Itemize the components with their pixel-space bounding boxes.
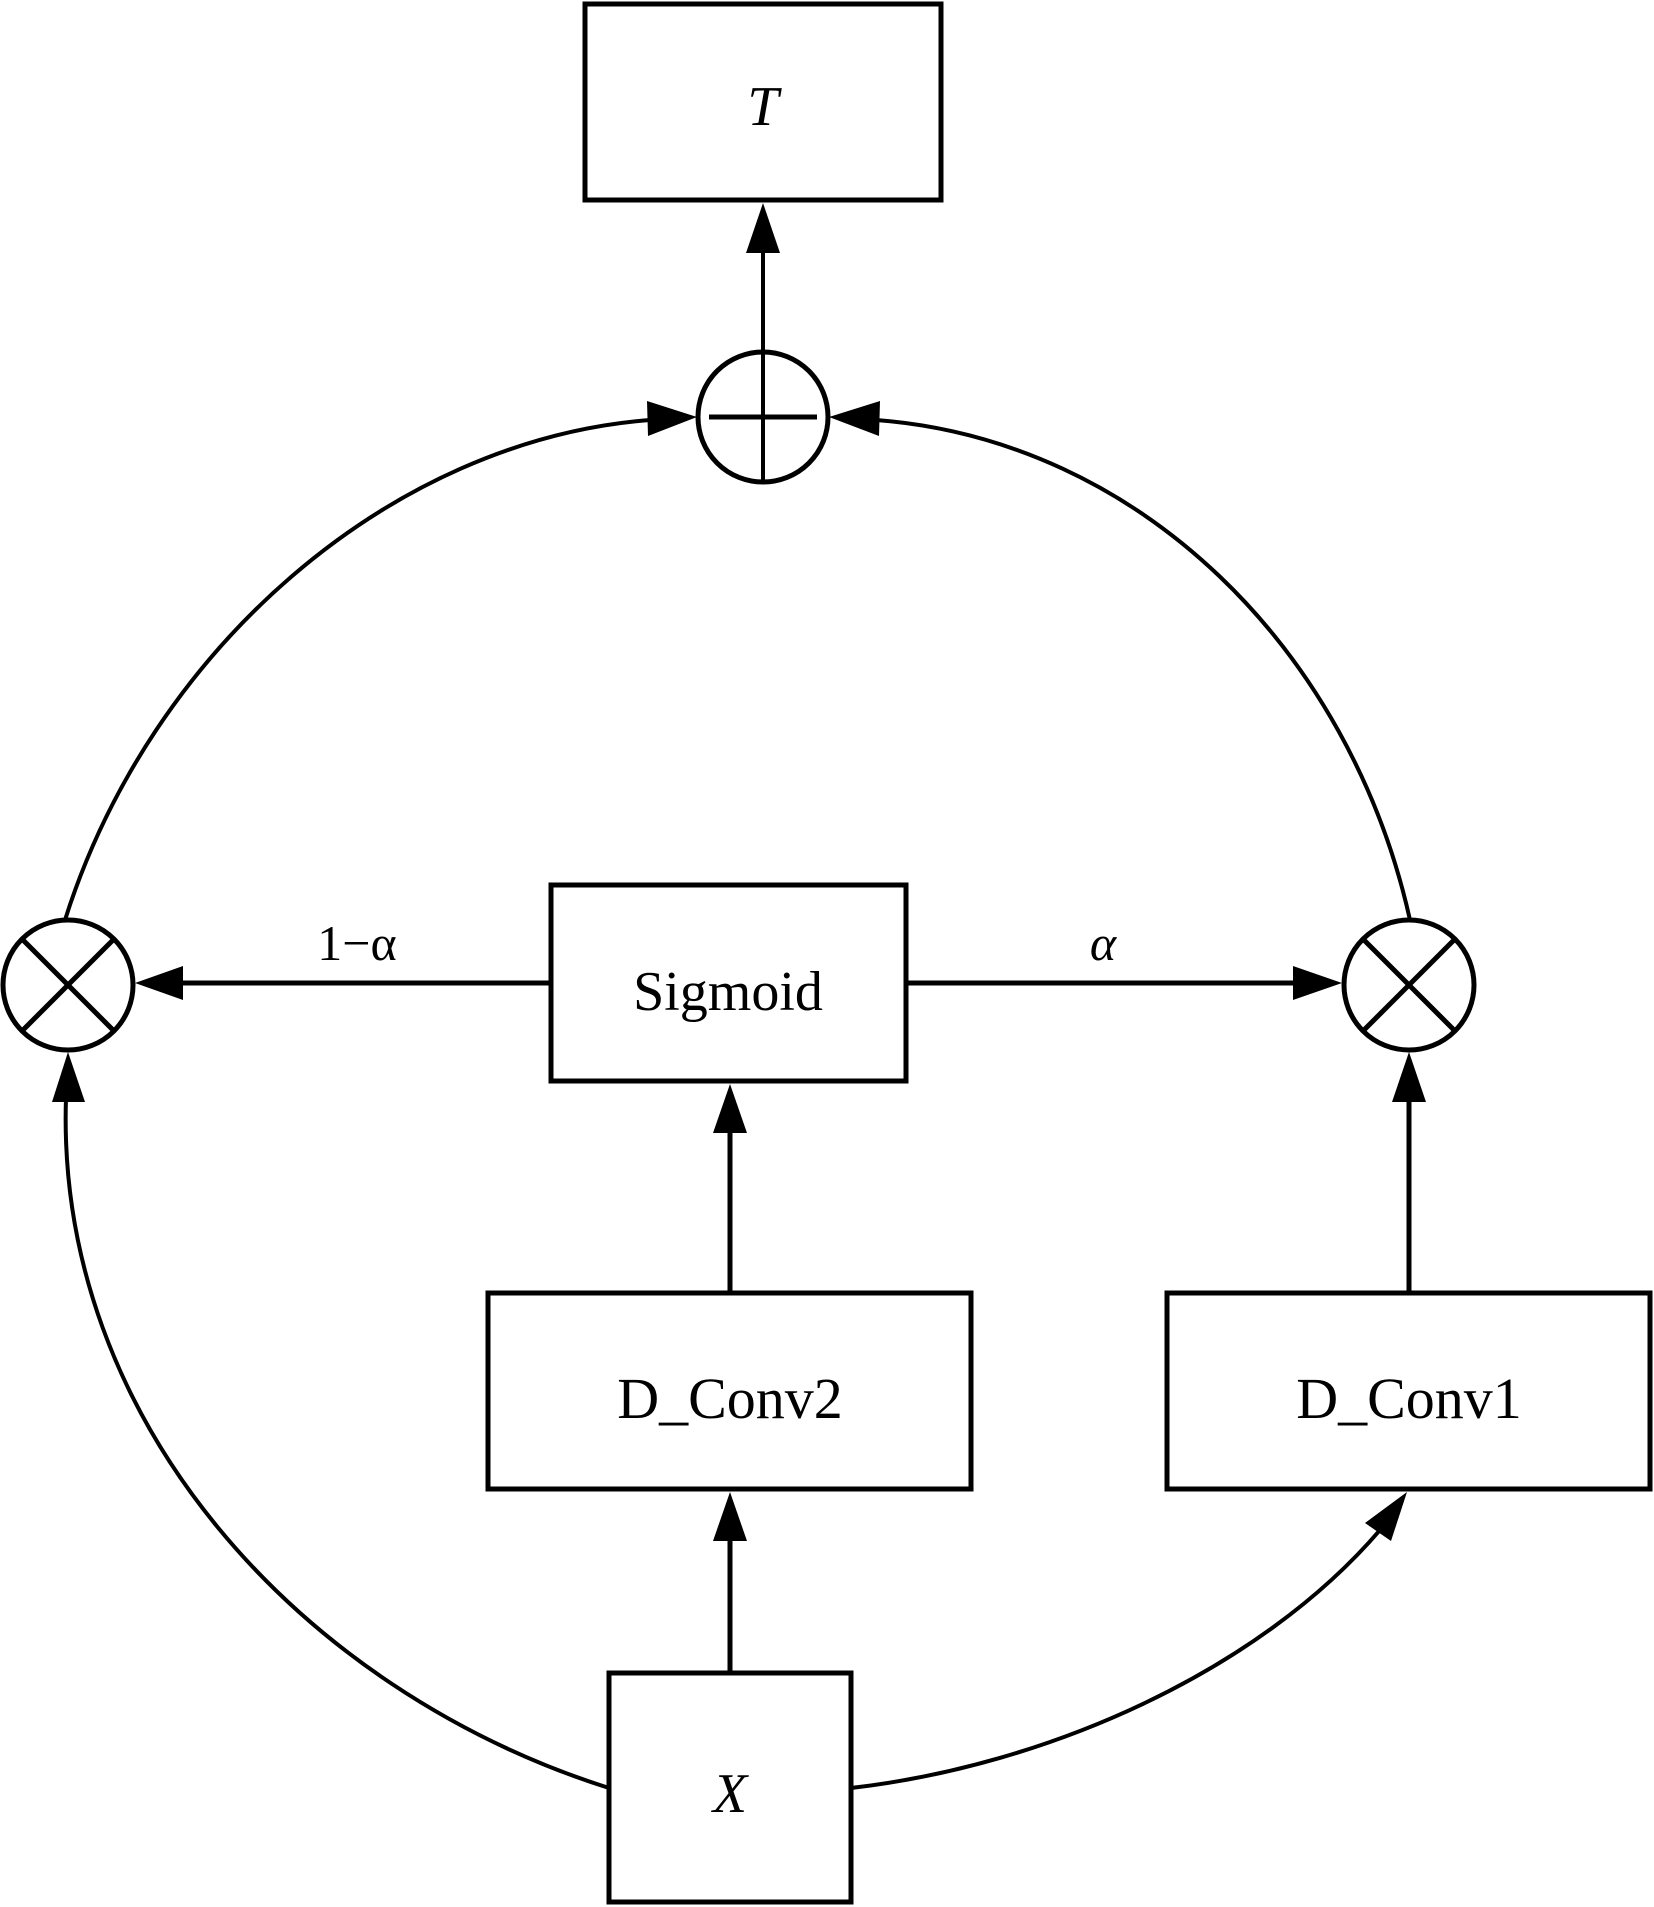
arrowhead-icon: [746, 203, 780, 253]
arrowhead-icon: [713, 1084, 747, 1133]
edge-sum-to-output: [746, 203, 780, 350]
arrowhead-icon: [52, 1052, 85, 1102]
edge-input-to-dconv1: [850, 1492, 1407, 1790]
arrowhead-icon: [829, 401, 880, 436]
sum-node: [695, 349, 831, 485]
arrowhead-icon: [1365, 1492, 1407, 1541]
edge-sigmoid-to-mul-right: α: [906, 915, 1342, 1000]
arrowhead-icon: [135, 966, 183, 1000]
edge-input-to-mul-left: [52, 1052, 610, 1790]
edge-label-one-minus-alpha: 1−α: [317, 915, 396, 971]
dconv1-node: D_Conv1: [1164, 1290, 1653, 1492]
mul-left-node: [0, 917, 136, 1053]
sigmoid-node: Sigmoid: [548, 882, 909, 1084]
input-label: X: [711, 1763, 750, 1825]
mul-right-node: [1341, 917, 1477, 1053]
edge-dconv1-to-mul-right: [1392, 1052, 1426, 1292]
dconv2-node: D_Conv2: [485, 1290, 974, 1492]
edge-label-alpha: α: [1090, 915, 1118, 971]
output-label: T: [747, 76, 782, 138]
edge-sigmoid-to-mul-left: 1−α: [135, 915, 551, 1000]
output-node-t: T: [582, 1, 944, 203]
edge-mul-left-to-sum: [63, 401, 697, 921]
dconv1-label: D_Conv1: [1296, 1366, 1522, 1431]
input-node-x: X: [606, 1670, 854, 1905]
dconv2-label: D_Conv2: [617, 1366, 843, 1431]
arrowhead-icon: [1293, 966, 1342, 1000]
edge-mul-right-to-sum: [829, 401, 1412, 921]
times-icon: [1361, 937, 1457, 1033]
edge-input-to-dconv2: [713, 1492, 747, 1673]
arrowhead-icon: [713, 1492, 747, 1541]
sigmoid-label: Sigmoid: [633, 961, 823, 1023]
arrowhead-icon: [1392, 1052, 1426, 1102]
arrowhead-icon: [647, 401, 697, 436]
edge-dconv2-to-sigmoid: [713, 1084, 747, 1292]
times-icon: [20, 937, 116, 1033]
